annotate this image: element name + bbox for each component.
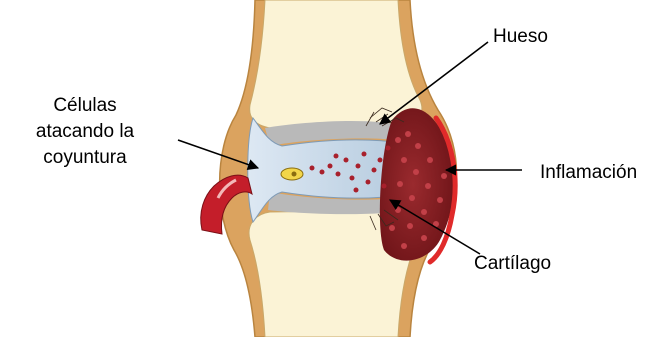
cells-attacking-joint-label: Células atacando la coyuntura	[6, 93, 164, 171]
immune-cell-nucleus	[292, 172, 297, 177]
cartilage-label: Cartílago	[474, 251, 551, 277]
upper-bone	[250, 0, 422, 128]
inflammation-label: Inflamación	[540, 160, 637, 186]
bone-label: Hueso	[493, 24, 548, 50]
cells-label-line-1: Células	[6, 93, 164, 119]
cells-label-line-2: atacando la	[6, 119, 164, 145]
cells-label-line-3: coyuntura	[6, 145, 164, 171]
